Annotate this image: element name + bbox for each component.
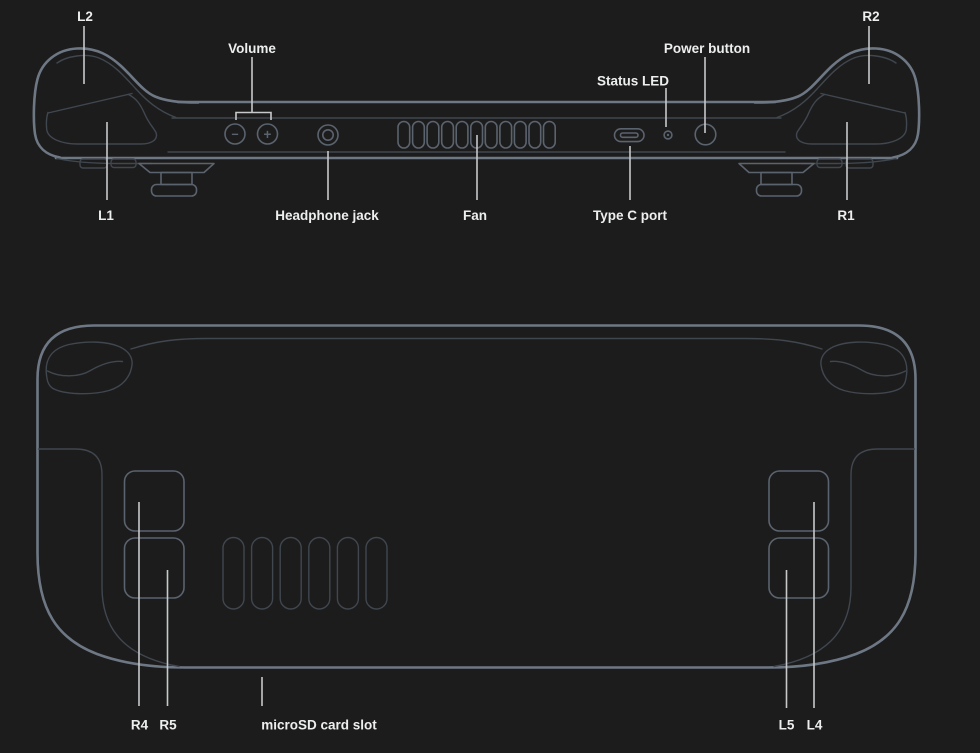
grip-tab (110, 158, 137, 169)
back-view: R4 R5 microSD card slot L5 L4 (36, 324, 917, 733)
type-c-inner (619, 132, 639, 139)
back-vent-slot (222, 536, 245, 610)
label-microsd: microSD card slot (261, 718, 377, 733)
label-l5: L5 (779, 718, 795, 733)
label-r5: R5 (159, 718, 177, 733)
fan-vent-slot (499, 120, 513, 149)
grip-inner-hump-line (56, 54, 177, 119)
label-headphone-jack: Headphone jack (275, 208, 379, 223)
fan-vent-slot (397, 120, 411, 149)
back-vent-slot (308, 536, 331, 610)
label-volume: Volume (228, 41, 276, 56)
label-status-led: Status LED (597, 74, 669, 89)
stick-cap (150, 183, 198, 197)
label-r4: R4 (131, 718, 149, 733)
fan-vent-slot (455, 120, 469, 149)
fan-vent-slot (528, 120, 542, 149)
bumper-area-outline (45, 93, 158, 145)
fan-vents (397, 120, 556, 149)
back-left-controls (37, 448, 185, 668)
leader-volume-bracket (235, 111, 272, 120)
back-vent-slot (250, 536, 274, 610)
grip-split-line (37, 448, 180, 668)
top-view: − + (32, 9, 921, 223)
headphone-jack-hole (321, 129, 334, 142)
type-c-port (613, 128, 645, 143)
minus-icon: − (231, 127, 238, 141)
back-vent-slot (365, 536, 388, 610)
label-l2: L2 (77, 9, 93, 24)
stick-stem (160, 171, 193, 186)
right-joystick (738, 162, 815, 197)
label-r1: R1 (837, 208, 855, 223)
fan-vent-slot (542, 120, 556, 149)
back-top-seam-line (130, 337, 823, 350)
fan-vent-slot (440, 120, 455, 149)
back-button-lower (123, 537, 185, 599)
label-type-c-port: Type C port (593, 208, 668, 223)
fan-vent-slot (484, 120, 498, 149)
right-grip-outline (753, 47, 921, 170)
left-grip-outline (32, 47, 200, 169)
stick-plate (138, 162, 215, 174)
status-led (663, 130, 673, 140)
grip-under-edge (56, 157, 153, 165)
fan-vent-slot (411, 120, 426, 149)
status-led-dot (666, 133, 670, 137)
back-right-grip-bump (820, 341, 908, 395)
back-body-outline (36, 324, 917, 669)
back-vent-slot (279, 536, 302, 610)
label-l4: L4 (807, 718, 823, 733)
volume-minus-button (224, 123, 246, 145)
bump-contour-line (46, 360, 124, 377)
bump-outline (45, 341, 133, 395)
trigger-split-line (47, 92, 133, 114)
label-r2: R2 (862, 9, 879, 24)
back-button-upper (123, 470, 185, 532)
back-vents (222, 536, 388, 610)
fan-vent-slot (426, 120, 440, 149)
label-power-button: Power button (664, 41, 750, 56)
volume-plus-button (256, 123, 279, 145)
type-c-outer (613, 128, 645, 143)
left-joystick (138, 162, 215, 197)
back-left-grip-bump (45, 341, 133, 395)
fan-vent-slot (513, 120, 527, 149)
label-fan: Fan (463, 208, 487, 223)
back-right-controls (768, 448, 916, 668)
label-l1: L1 (98, 208, 114, 223)
grip-outer-line (32, 47, 200, 159)
headphone-jack-port (317, 124, 339, 146)
back-vent-slot (336, 536, 360, 610)
plus-icon: + (264, 127, 272, 142)
